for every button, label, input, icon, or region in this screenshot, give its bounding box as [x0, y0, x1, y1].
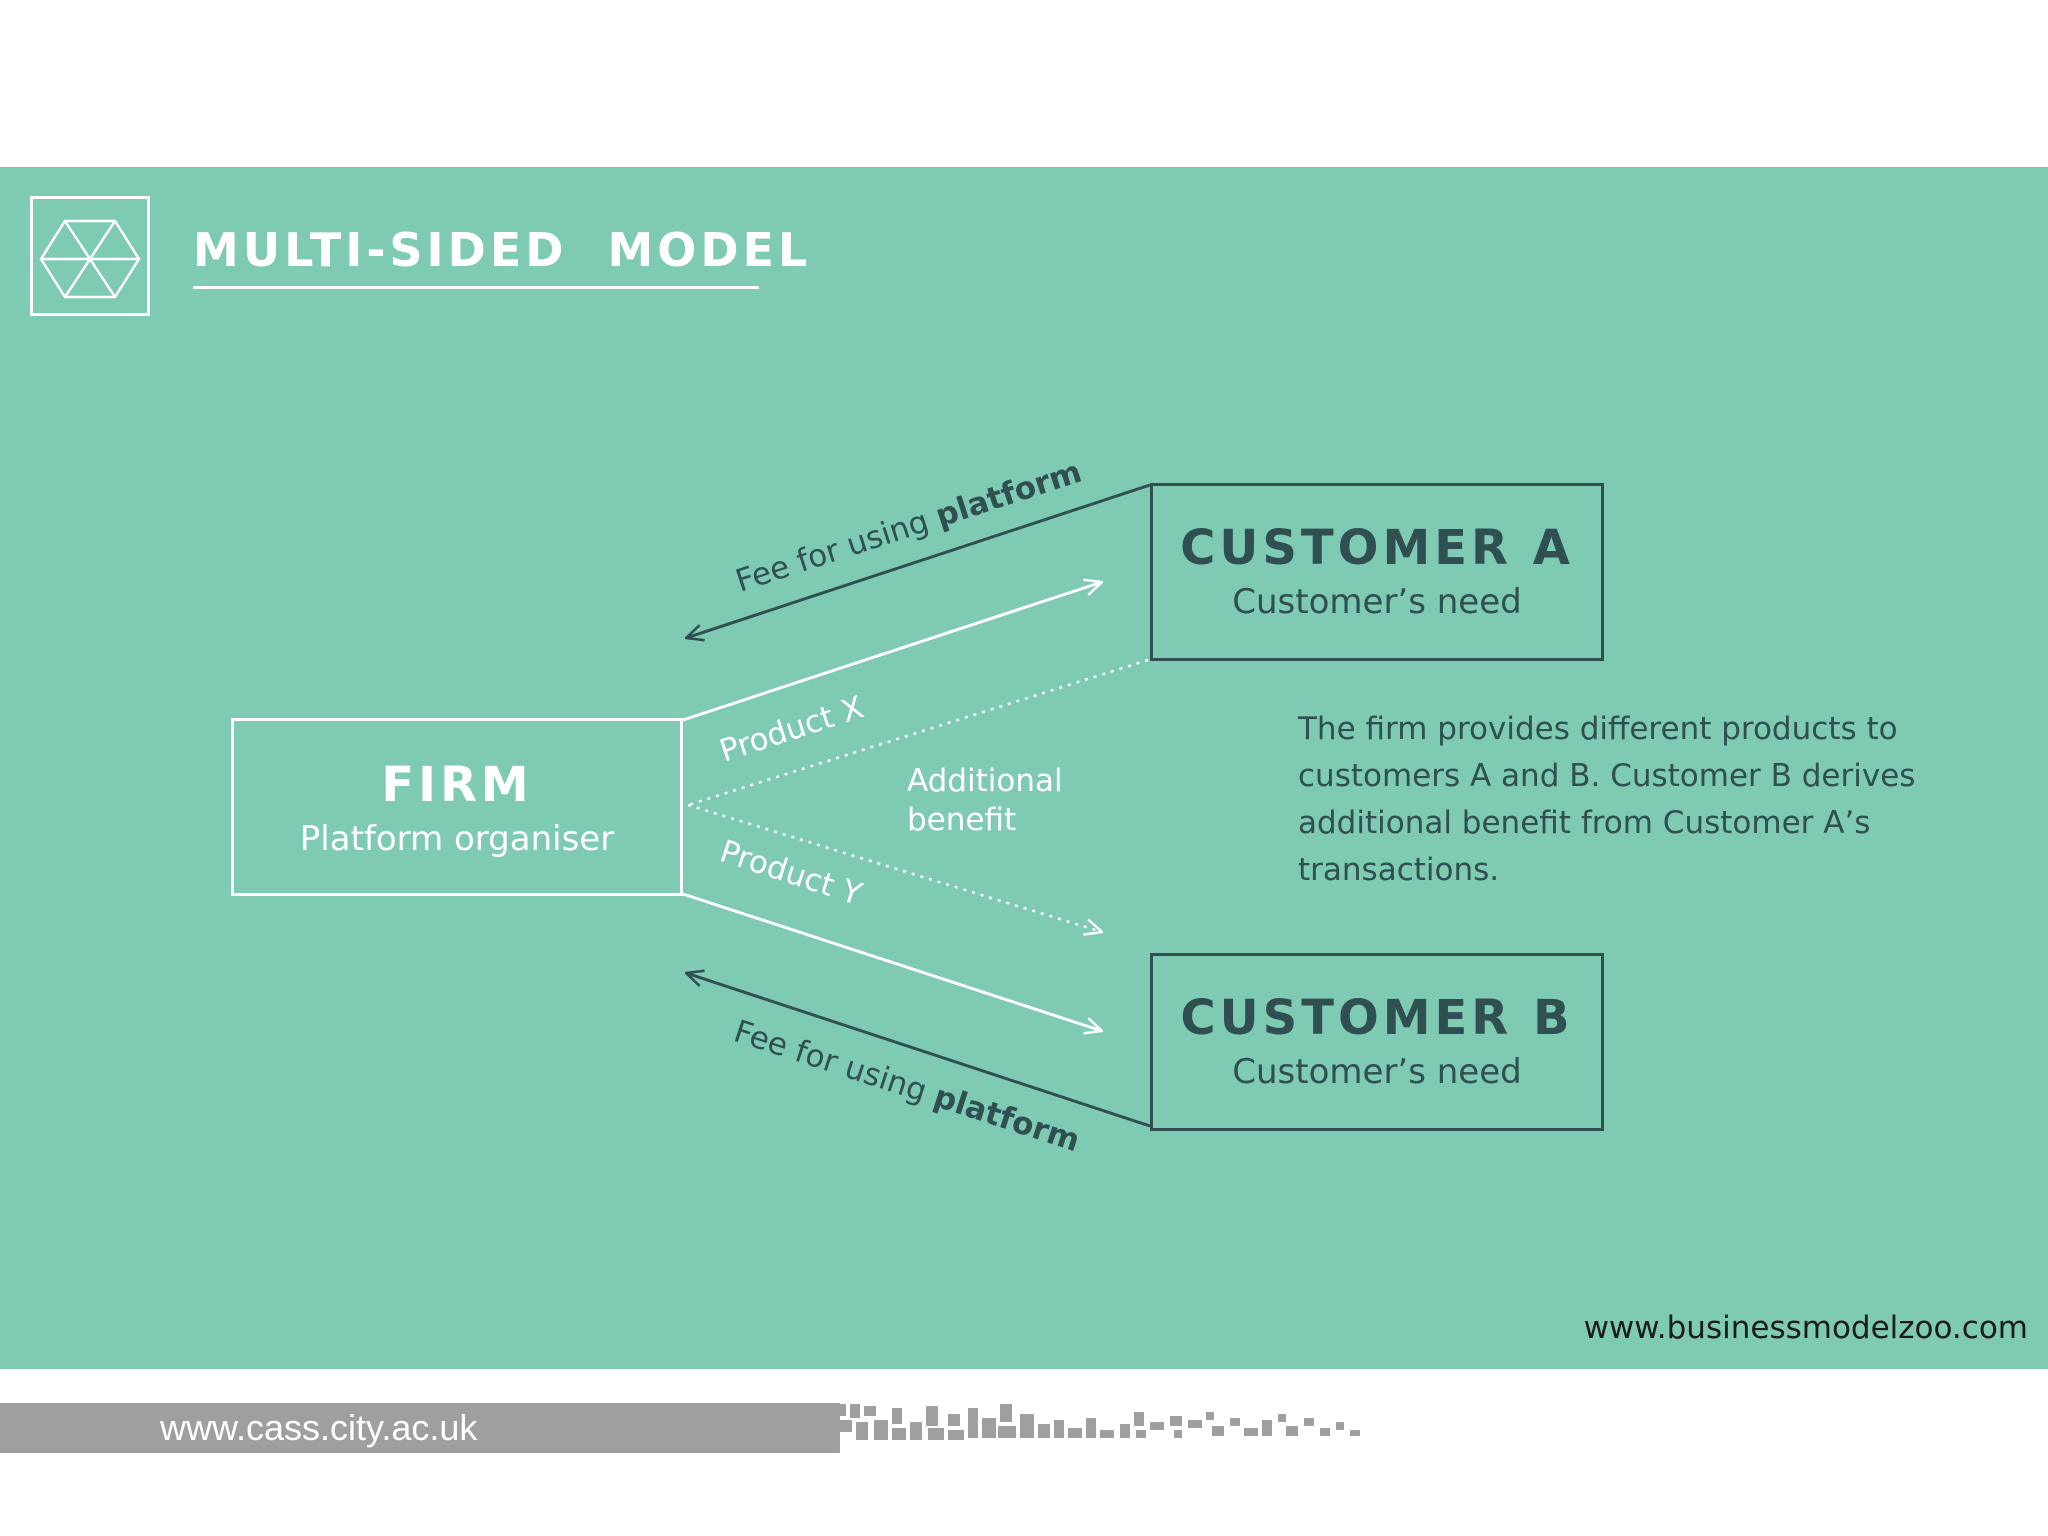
customer-a-title: CUSTOMER A	[1180, 520, 1574, 576]
title-underline	[193, 286, 759, 289]
customer-b-box: CUSTOMER B Customer’s need	[1150, 953, 1604, 1131]
description-text: The firm provides different products to …	[1298, 711, 1916, 888]
product-y-label: Product Y	[716, 833, 867, 913]
customer-b-title: CUSTOMER B	[1180, 990, 1574, 1046]
firm-box: FIRM Platform organiser	[231, 718, 683, 896]
customer-a-box: CUSTOMER A Customer’s need	[1150, 483, 1604, 661]
skyline-pattern-icon	[832, 1404, 1360, 1440]
footer-url[interactable]: www.cass.city.ac.uk	[160, 1407, 478, 1448]
page-title: MULTI-SIDED MODEL	[193, 223, 812, 277]
logo	[30, 196, 150, 316]
fee-label-a: Fee for using platform	[731, 454, 1086, 600]
product-x-arrow	[682, 582, 1102, 722]
hexagon-logo-icon	[39, 219, 141, 299]
footer-bar	[0, 1403, 840, 1453]
benefit-dotted-arrow	[687, 803, 1102, 932]
additional-benefit-label-2: benefit	[907, 802, 1016, 838]
fee-arrow-a	[686, 483, 1151, 638]
source-link[interactable]: www.businessmodelzoo.com	[1583, 1310, 2028, 1346]
firm-subtitle: Platform organiser	[299, 819, 615, 859]
product-y-arrow	[682, 892, 1102, 1031]
customer-a-subtitle: Customer’s need	[1232, 582, 1522, 622]
customer-b-subtitle: Customer’s need	[1232, 1052, 1522, 1092]
firm-title: FIRM	[381, 757, 533, 813]
additional-benefit-label-1: Additional	[907, 763, 1063, 799]
slide-panel	[0, 167, 2048, 1369]
fee-arrow-b	[686, 973, 1151, 1128]
